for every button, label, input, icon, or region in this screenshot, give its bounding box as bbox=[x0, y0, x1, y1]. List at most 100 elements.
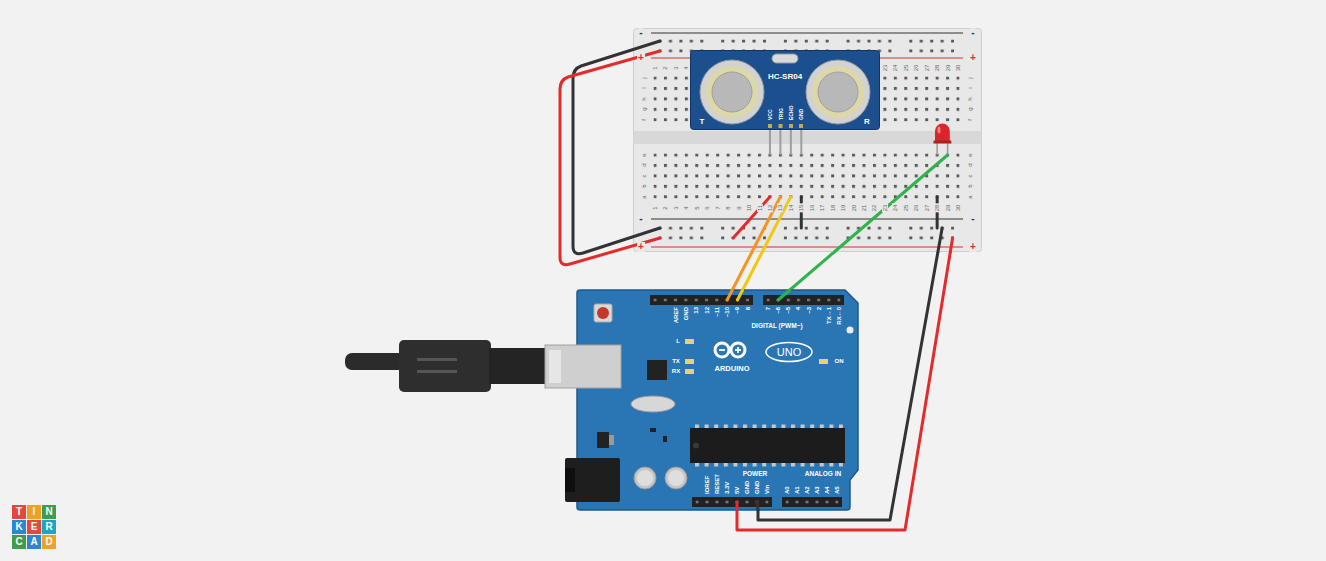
board-label: ARDUINO bbox=[715, 365, 750, 373]
sensor-label: GND bbox=[799, 109, 804, 120]
board-label: 13 bbox=[693, 307, 699, 314]
mounting-hole bbox=[847, 327, 854, 334]
usb-socket bbox=[545, 345, 621, 388]
led-leg bbox=[947, 143, 949, 155]
led-dome bbox=[935, 124, 950, 142]
breadboard-marking: 14 bbox=[788, 204, 794, 213]
breadboard-marking: 9 bbox=[736, 205, 742, 210]
logo-tile bbox=[42, 520, 56, 534]
reset-button bbox=[597, 307, 609, 319]
echo-wire-end bbox=[737, 290, 742, 300]
board-label: 7 bbox=[765, 307, 771, 310]
breadboard-marking: j bbox=[967, 76, 973, 79]
pin-pad bbox=[789, 124, 793, 128]
logo-letter: E bbox=[31, 522, 38, 532]
breadboard-marking: 23 bbox=[882, 204, 888, 213]
logo-letter: R bbox=[45, 522, 52, 532]
board-label: A0 bbox=[784, 486, 790, 494]
sensor-pin bbox=[779, 130, 781, 155]
microcontroller bbox=[690, 428, 845, 463]
board-label: A3 bbox=[814, 486, 820, 494]
breadboard-marking: 24 bbox=[892, 64, 898, 73]
gnd-wire-end bbox=[757, 502, 758, 510]
breadboard-marking: c bbox=[641, 173, 647, 178]
power-jumper bbox=[560, 51, 660, 265]
board-label: DIGITAL (PWM~) bbox=[751, 323, 802, 330]
logo-plus bbox=[737, 347, 739, 353]
board-label: UNO bbox=[777, 347, 801, 358]
logo-letter: K bbox=[15, 522, 22, 532]
logo-tile bbox=[27, 505, 41, 519]
sensor-label: VCC bbox=[768, 109, 773, 120]
led-highlight bbox=[937, 127, 940, 134]
board-label: 12 bbox=[704, 307, 710, 314]
regulator bbox=[597, 432, 609, 448]
crystal bbox=[772, 54, 798, 63]
board-label: ~3 bbox=[806, 307, 812, 314]
breadboard-marking: 25 bbox=[903, 64, 909, 73]
breadboard-marking: 21 bbox=[861, 204, 867, 213]
breadboard-marking: 13 bbox=[777, 204, 783, 213]
board-label: 3.3V bbox=[724, 482, 730, 494]
regulator-tab bbox=[609, 435, 614, 445]
logo-letter: T bbox=[16, 507, 22, 517]
board-label: POWER bbox=[743, 471, 768, 478]
breadboard-marking: h bbox=[967, 96, 973, 101]
board-label: A4 bbox=[824, 486, 830, 494]
reset-button-base bbox=[594, 304, 612, 322]
breadboard-marking: 4 bbox=[683, 65, 689, 70]
status-led bbox=[685, 369, 694, 374]
led-gnd-jumper bbox=[936, 197, 939, 228]
vcc-jumper bbox=[733, 197, 770, 238]
logo-ring bbox=[731, 343, 745, 357]
breadboard-marking: 29 bbox=[945, 64, 951, 73]
power-header bbox=[692, 497, 772, 507]
breadboard-marking: 18 bbox=[830, 204, 836, 213]
board-label: ~11 bbox=[714, 307, 720, 317]
transmitter bbox=[700, 60, 764, 124]
board-label: ~6 bbox=[775, 307, 781, 314]
breadboard-marking: 25 bbox=[903, 204, 909, 213]
sensor-art bbox=[690, 50, 880, 130]
board-label: ~9 bbox=[734, 307, 740, 314]
breadboard-marking: 2 bbox=[662, 205, 668, 210]
board-label: 4 bbox=[795, 307, 801, 310]
positive-rail-line bbox=[651, 246, 963, 247]
breadboard-marking: d bbox=[967, 163, 973, 168]
pin-pad bbox=[779, 124, 783, 128]
breadboard-marking: - bbox=[970, 214, 975, 224]
breadboard-marking: + bbox=[969, 242, 977, 252]
breadboard-marking: f bbox=[967, 118, 973, 122]
board-label: ANALOG IN bbox=[805, 471, 841, 478]
led-wire bbox=[834, 155, 947, 252]
breadboard-marking: 4 bbox=[683, 205, 689, 210]
5v-wire bbox=[950, 238, 952, 252]
header-holes bbox=[786, 501, 839, 504]
board-label: A1 bbox=[794, 486, 800, 494]
breadboard-marking: 24 bbox=[892, 204, 898, 213]
breadboard-marking: + bbox=[969, 53, 977, 63]
logo-tile bbox=[42, 535, 56, 549]
negative-rail-line bbox=[651, 32, 963, 33]
sensor-pin bbox=[790, 130, 792, 155]
breadboard-marking: 19 bbox=[840, 204, 846, 213]
board-label: TX bbox=[672, 358, 680, 364]
arduino-board: AREFGND1312~11~10~987~6~54~32TX→1RX←0DIG… bbox=[577, 290, 858, 510]
breadboard-marking: j bbox=[641, 76, 647, 79]
usb-plug-neck bbox=[489, 348, 547, 384]
pin-pad bbox=[768, 124, 772, 128]
breadboard-marking: - bbox=[638, 28, 643, 38]
board-label: GND bbox=[744, 481, 750, 494]
sensor-board bbox=[691, 51, 880, 130]
sensor-label: TRIG bbox=[778, 108, 783, 120]
breadboard-marking: 10 bbox=[746, 204, 752, 213]
breadboard-marking: 1 bbox=[652, 205, 658, 210]
breadboard-marking: 27 bbox=[924, 64, 930, 73]
board-label: RESET bbox=[714, 474, 720, 494]
board-label: AREF bbox=[673, 307, 679, 323]
usb-chip bbox=[647, 360, 667, 380]
breadboard-marking: - bbox=[638, 214, 643, 224]
board-label: 8 bbox=[745, 307, 751, 310]
breadboard-marking: - bbox=[970, 28, 975, 38]
